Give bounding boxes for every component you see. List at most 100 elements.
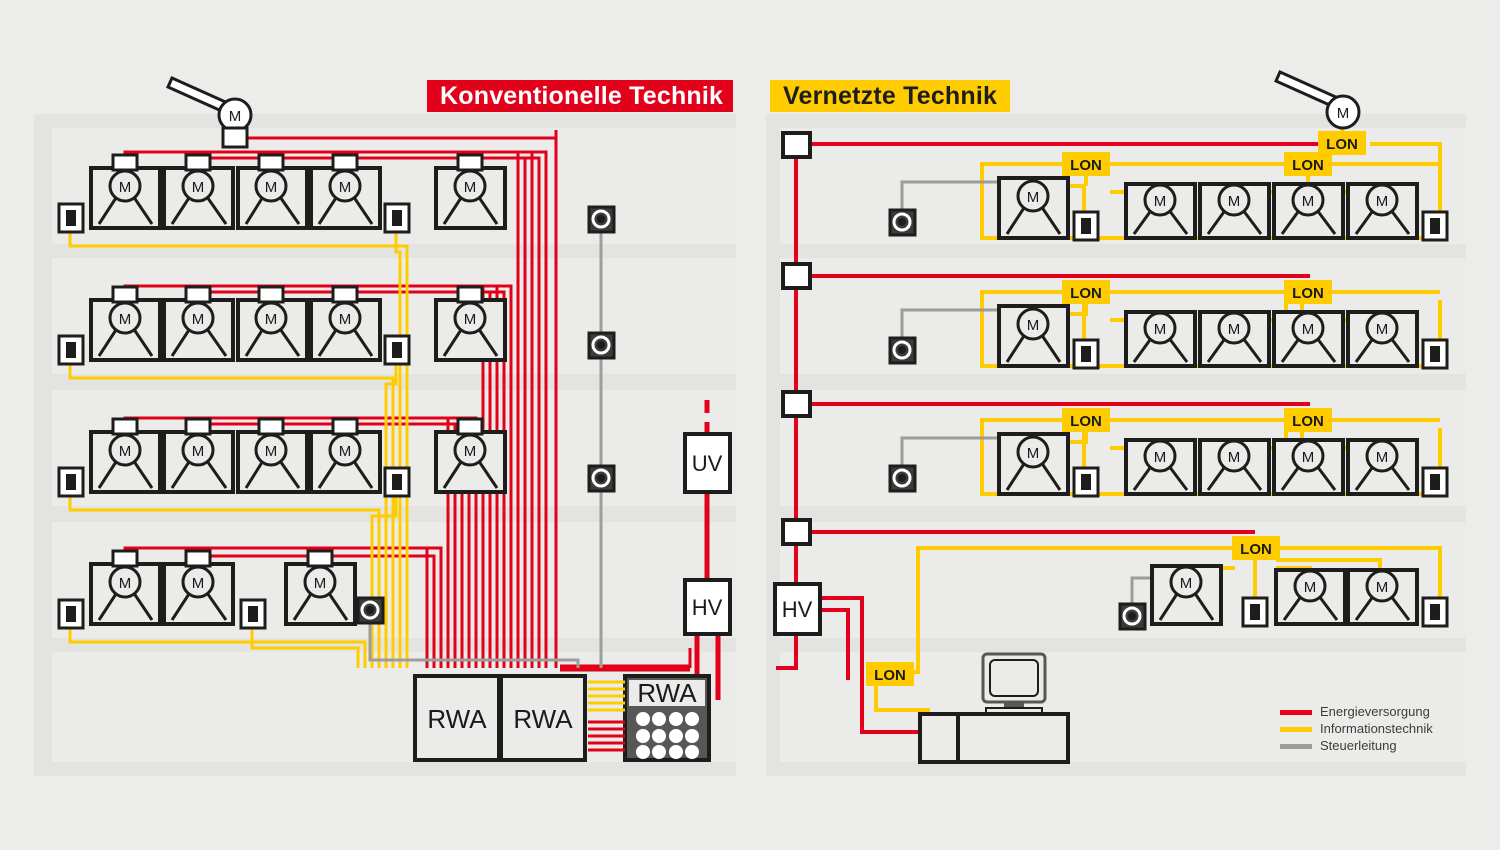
lon-node: LON — [1062, 408, 1110, 432]
left-uv-box: UV — [683, 432, 732, 494]
rwa-box-2 — [499, 674, 587, 762]
svg-text:M: M — [1154, 193, 1167, 210]
motion-sensor — [1118, 602, 1147, 631]
light-switch — [1072, 466, 1100, 498]
luminaire: M — [89, 285, 162, 362]
light-switch — [1072, 338, 1100, 370]
motion-sensor — [587, 331, 616, 360]
lon-node: LON — [1232, 536, 1280, 560]
left-cable-bundle — [588, 680, 625, 752]
motion-sensor — [587, 205, 616, 234]
luminaire: M — [89, 549, 162, 626]
motion-sensor — [587, 464, 616, 493]
luminaire: M — [997, 432, 1070, 496]
luminaire: M — [284, 549, 357, 626]
luminaire: M — [434, 285, 507, 362]
luminaire: M — [236, 417, 309, 494]
svg-text:M: M — [192, 311, 205, 328]
svg-text:LON: LON — [874, 667, 906, 684]
uv-label: UV — [692, 451, 723, 476]
luminaire: M — [162, 153, 235, 230]
rwa-box-1-label: RWA — [427, 704, 487, 734]
right-hv-box: HV — [773, 582, 822, 636]
desk — [918, 712, 1070, 764]
right-floor-3-devices: M M M M M — [888, 432, 1449, 498]
svg-text:M: M — [339, 179, 352, 196]
luminaire: M — [1198, 310, 1271, 368]
svg-text:M: M — [1228, 321, 1241, 338]
hv-label: HV — [782, 597, 813, 622]
light-switch — [1241, 596, 1269, 628]
left-info-wiring — [68, 232, 409, 668]
svg-text:M: M — [265, 179, 278, 196]
svg-text:LON: LON — [1292, 285, 1324, 302]
luminaire: M — [162, 549, 235, 626]
motion-sensor — [356, 596, 385, 625]
left-panel-title: Konventionelle Technik — [427, 80, 733, 112]
motion-sensor — [888, 464, 917, 493]
lon-node: LON — [1062, 280, 1110, 304]
svg-text:M: M — [119, 311, 132, 328]
legend-label-control: Steuerleitung — [1320, 738, 1397, 753]
light-switch — [1072, 210, 1100, 242]
lon-node: LON — [1284, 280, 1332, 304]
luminaire: M — [434, 153, 507, 230]
right-floor-1-devices: M M M M M — [888, 176, 1449, 242]
svg-text:M: M — [1337, 105, 1350, 122]
right-floor-2-devices: M M M M M — [888, 304, 1449, 370]
light-switch — [1421, 210, 1449, 242]
left-hv-box: HV — [683, 578, 732, 636]
motion-sensor — [888, 208, 917, 237]
luminaire: M — [1124, 310, 1197, 368]
svg-text:M: M — [464, 179, 477, 196]
luminaire: M — [309, 285, 382, 362]
right-riser-boxes — [781, 131, 812, 546]
motor-label: M — [229, 108, 242, 125]
floor-distribution-box — [781, 390, 812, 418]
svg-text:M: M — [1027, 317, 1040, 334]
lon-node: LON — [1318, 131, 1366, 155]
light-switch — [383, 466, 411, 498]
svg-text:M: M — [265, 443, 278, 460]
luminaire: M — [89, 417, 162, 494]
svg-text:M: M — [1228, 449, 1241, 466]
svg-text:M: M — [339, 443, 352, 460]
legend-swatch-power — [1280, 710, 1312, 715]
light-switch — [57, 466, 85, 498]
floor-distribution-box — [781, 518, 812, 546]
luminaire: M — [236, 153, 309, 230]
terminal-box — [221, 126, 249, 149]
svg-text:M: M — [192, 443, 205, 460]
floor-distribution-box — [781, 262, 812, 290]
luminaire: M — [1150, 564, 1223, 626]
light-switch — [57, 334, 85, 366]
left-rwa-group: RWA RWA RWA — [413, 674, 711, 762]
luminaire: M — [1272, 438, 1345, 496]
right-power-wiring — [776, 136, 1340, 734]
luminaire: M — [1272, 310, 1345, 368]
svg-text:M: M — [119, 443, 132, 460]
svg-text:M: M — [1302, 449, 1315, 466]
svg-text:LON: LON — [1326, 136, 1358, 153]
svg-text:M: M — [1302, 193, 1315, 210]
right-workstation — [918, 652, 1070, 764]
luminaire: M — [1274, 568, 1347, 626]
luminaire: M — [1124, 182, 1197, 240]
svg-text:M: M — [192, 179, 205, 196]
svg-text:M: M — [1302, 321, 1315, 338]
luminaire: M — [309, 153, 382, 230]
luminaire: M — [1198, 438, 1271, 496]
left-title-text: Konventionelle Technik — [440, 82, 723, 110]
hv-label: HV — [692, 595, 723, 620]
light-switch — [239, 598, 267, 630]
svg-text:LON: LON — [1070, 413, 1102, 430]
svg-text:M: M — [464, 311, 477, 328]
svg-text:LON: LON — [1070, 157, 1102, 174]
legend-label-info: Informationstechnik — [1320, 721, 1433, 736]
lon-node: LON — [1284, 408, 1332, 432]
lon-node: LON — [866, 662, 914, 686]
svg-text:M: M — [314, 575, 327, 592]
lon-node: LON — [1062, 152, 1110, 176]
motion-sensor — [888, 336, 917, 365]
